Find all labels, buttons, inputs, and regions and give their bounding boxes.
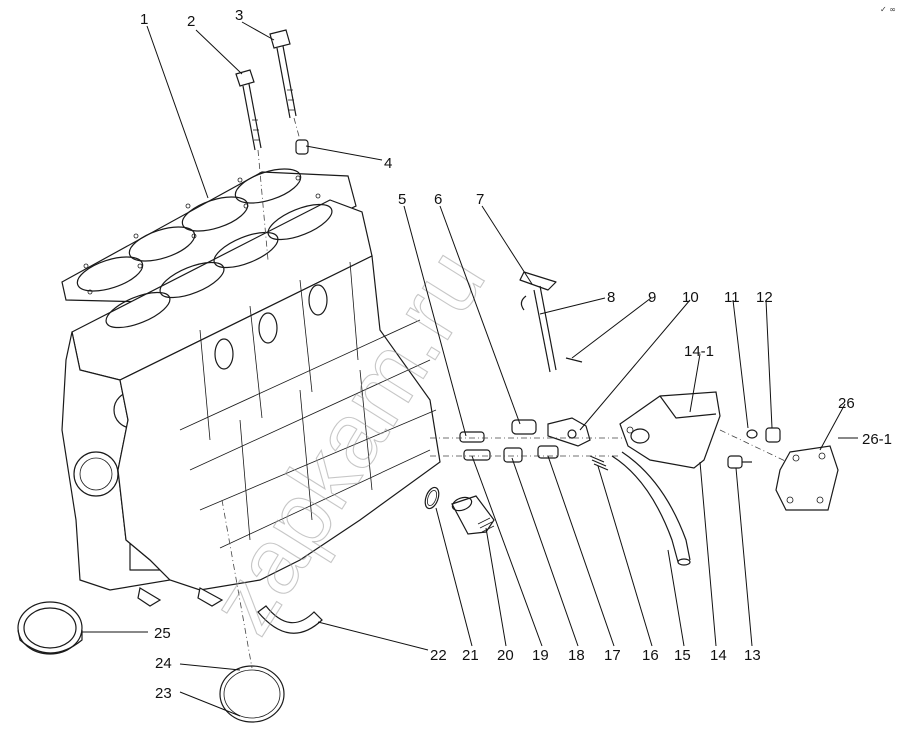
label-18: 18 <box>568 647 585 664</box>
label-1: 1 <box>140 11 148 28</box>
cover-plate <box>775 445 839 511</box>
label-23: 23 <box>155 685 172 702</box>
label-10: 10 <box>682 289 699 306</box>
bushing-25 <box>17 601 83 655</box>
corner-mark: ✓ ∞ <box>880 5 896 14</box>
label-13: 13 <box>744 647 761 664</box>
label-12: 12 <box>756 289 773 306</box>
label-26: 26 <box>838 395 855 412</box>
label-11: 11 <box>724 289 740 306</box>
label-14-1: 14-1 <box>684 343 714 360</box>
leader-lines <box>82 21 858 717</box>
label-8: 8 <box>607 289 615 306</box>
o-ring <box>424 486 440 510</box>
nut-12 <box>765 427 781 443</box>
dipstick-assembly <box>519 271 583 373</box>
bearing-ring-23-24 <box>219 665 285 723</box>
part-labels: 1 2 3 4 5 6 7 8 9 10 11 12 13 14 14-1 15… <box>140 7 892 702</box>
label-2: 2 <box>187 13 195 30</box>
label-20: 20 <box>497 647 514 664</box>
label-16: 16 <box>642 647 659 664</box>
head-gasket <box>61 168 357 303</box>
label-21: 21 <box>462 647 479 664</box>
fittings-upper <box>459 417 591 447</box>
fittings-lower <box>463 445 609 471</box>
label-14: 14 <box>710 647 727 664</box>
bracket <box>619 391 721 469</box>
label-6: 6 <box>434 191 442 208</box>
label-3: 3 <box>235 7 243 24</box>
label-17: 17 <box>604 647 621 664</box>
label-26-1: 26-1 <box>862 431 892 448</box>
bolt-2 <box>235 69 262 151</box>
label-9: 9 <box>648 289 656 306</box>
label-19: 19 <box>532 647 549 664</box>
dowel-4 <box>295 139 309 155</box>
label-7: 7 <box>476 191 484 208</box>
label-25: 25 <box>154 625 171 642</box>
label-24: 24 <box>155 655 172 672</box>
label-15: 15 <box>674 647 691 664</box>
cylinder-block <box>61 199 441 607</box>
relief-valve <box>451 495 495 535</box>
oil-pipe <box>611 451 691 566</box>
label-22: 22 <box>430 647 447 664</box>
label-4: 4 <box>384 155 392 172</box>
bolt-3 <box>269 29 297 119</box>
thrust-bearing-22 <box>257 605 323 634</box>
washer-11 <box>746 429 758 439</box>
label-5: 5 <box>398 191 406 208</box>
bolt-13 <box>727 455 752 469</box>
